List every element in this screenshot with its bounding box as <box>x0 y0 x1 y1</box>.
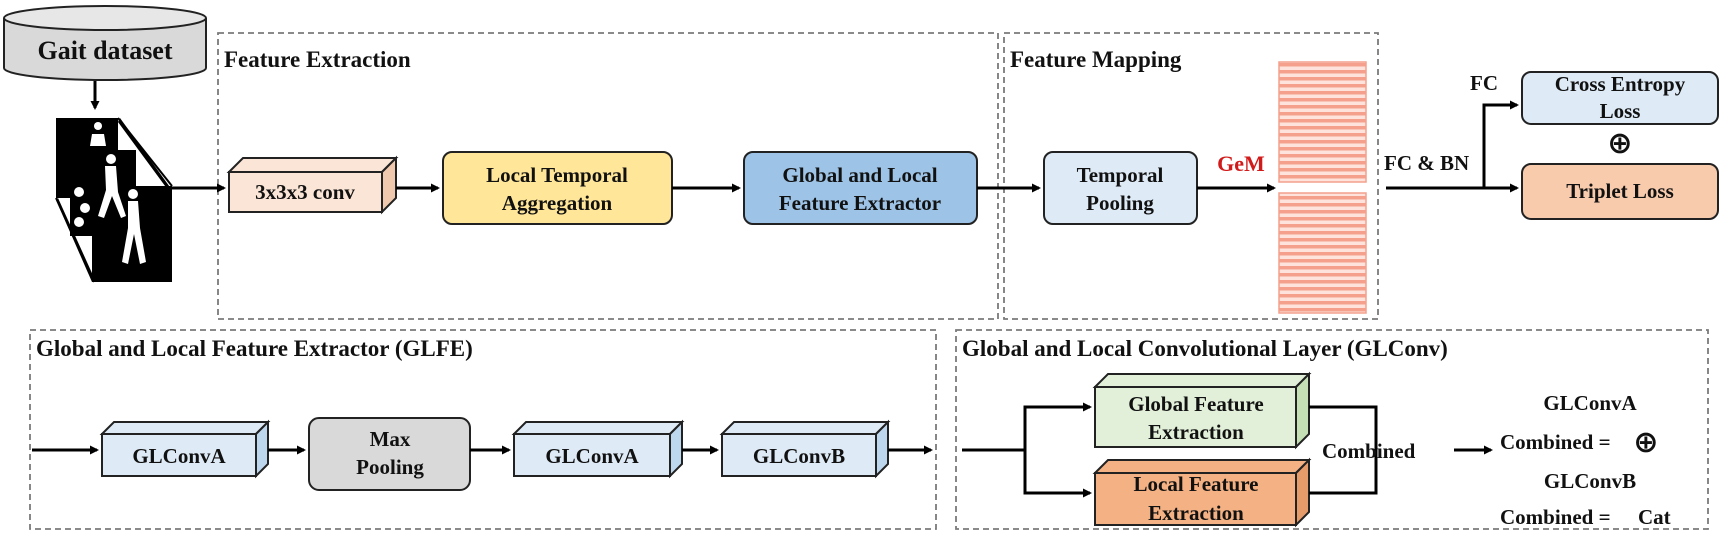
section-title-glconv: Global and Local Convolutional Layer (GL… <box>962 336 1448 361</box>
lta-label-line1: Local Temporal <box>486 163 628 187</box>
temporal-pooling-label-line2: Pooling <box>1086 191 1154 215</box>
combined-label: Combined <box>1322 439 1416 463</box>
glconv-b-label: GLConvB <box>753 444 845 468</box>
gait-dataset-label: Gait dataset <box>37 36 172 65</box>
gait-dataset-database-icon <box>3 5 207 81</box>
global-feature-label-line2: Extraction <box>1148 420 1244 444</box>
local-feature-label-line2: Extraction <box>1148 501 1244 525</box>
lta-label-line2: Aggregation <box>502 191 613 215</box>
max-pooling-label-line2: Pooling <box>356 455 424 479</box>
local-feature-label-line1: Local Feature <box>1134 472 1259 496</box>
glfe-label-line1: Global and Local <box>782 163 937 187</box>
cross-entropy-label-line1: Cross Entropy <box>1555 72 1686 96</box>
glconv-a-first-block <box>99 419 271 479</box>
section-glfe-frame <box>29 329 937 530</box>
glfe-label-line2: Feature Extractor <box>779 191 941 215</box>
merge-bracket <box>1309 405 1378 495</box>
global-feature-extraction-block <box>1092 371 1312 450</box>
section-title-feature-mapping: Feature Mapping <box>1010 47 1182 72</box>
arrow-to-cross-entropy-loss <box>1482 100 1519 188</box>
cross-entropy-loss-block <box>1521 71 1719 125</box>
legend-glconv-b-title: GLConvB <box>1544 469 1636 493</box>
glconv-a-second-block <box>511 419 685 479</box>
legend-plus-icon: ⊕ <box>1633 425 1658 460</box>
arrow-split-to-local <box>1023 450 1092 498</box>
legend-glconv-a-text: Combined = <box>1500 430 1611 454</box>
plus-combine-icon: ⊕ <box>1607 126 1632 161</box>
legend-glconv-a-title: GLConvA <box>1543 391 1637 415</box>
local-feature-extraction-block <box>1092 457 1312 528</box>
glconv-b-block <box>719 419 891 479</box>
conv-3x3x3-label: 3x3x3 conv <box>255 180 355 204</box>
global-feature-label-line1: Global Feature <box>1128 392 1264 416</box>
max-pooling-block <box>308 417 471 491</box>
silhouette-frames-stack <box>55 117 173 283</box>
triplet-loss-block <box>1521 163 1719 220</box>
section-feature-extraction-frame <box>217 32 999 320</box>
triplet-loss-label: Triplet Loss <box>1566 179 1674 203</box>
max-pooling-label-line1: Max <box>370 427 411 451</box>
fc-label: FC <box>1470 71 1498 95</box>
section-title-glfe: Global and Local Feature Extractor (GLFE… <box>36 336 473 361</box>
legend-glconv-b-value: Cat <box>1638 505 1671 529</box>
legend-glconv-b-text: Combined = <box>1500 505 1611 529</box>
gem-label: GeM <box>1217 151 1265 176</box>
temporal-pooling-label-line1: Temporal <box>1077 163 1164 187</box>
conv-3x3x3-block <box>226 155 399 215</box>
arrow-split-to-global <box>1023 402 1092 450</box>
fc-bn-label: FC & BN <box>1384 151 1469 175</box>
section-title-feature-extraction: Feature Extraction <box>224 47 411 72</box>
section-glconv-frame <box>955 329 1709 530</box>
cross-entropy-label-line2: Loss <box>1600 99 1641 123</box>
feature-map-upper-stripes <box>1278 61 1367 183</box>
glconv-a-second-label: GLConvA <box>545 444 639 468</box>
glconv-a-first-label: GLConvA <box>132 444 226 468</box>
feature-map-lower-stripes <box>1278 192 1367 314</box>
